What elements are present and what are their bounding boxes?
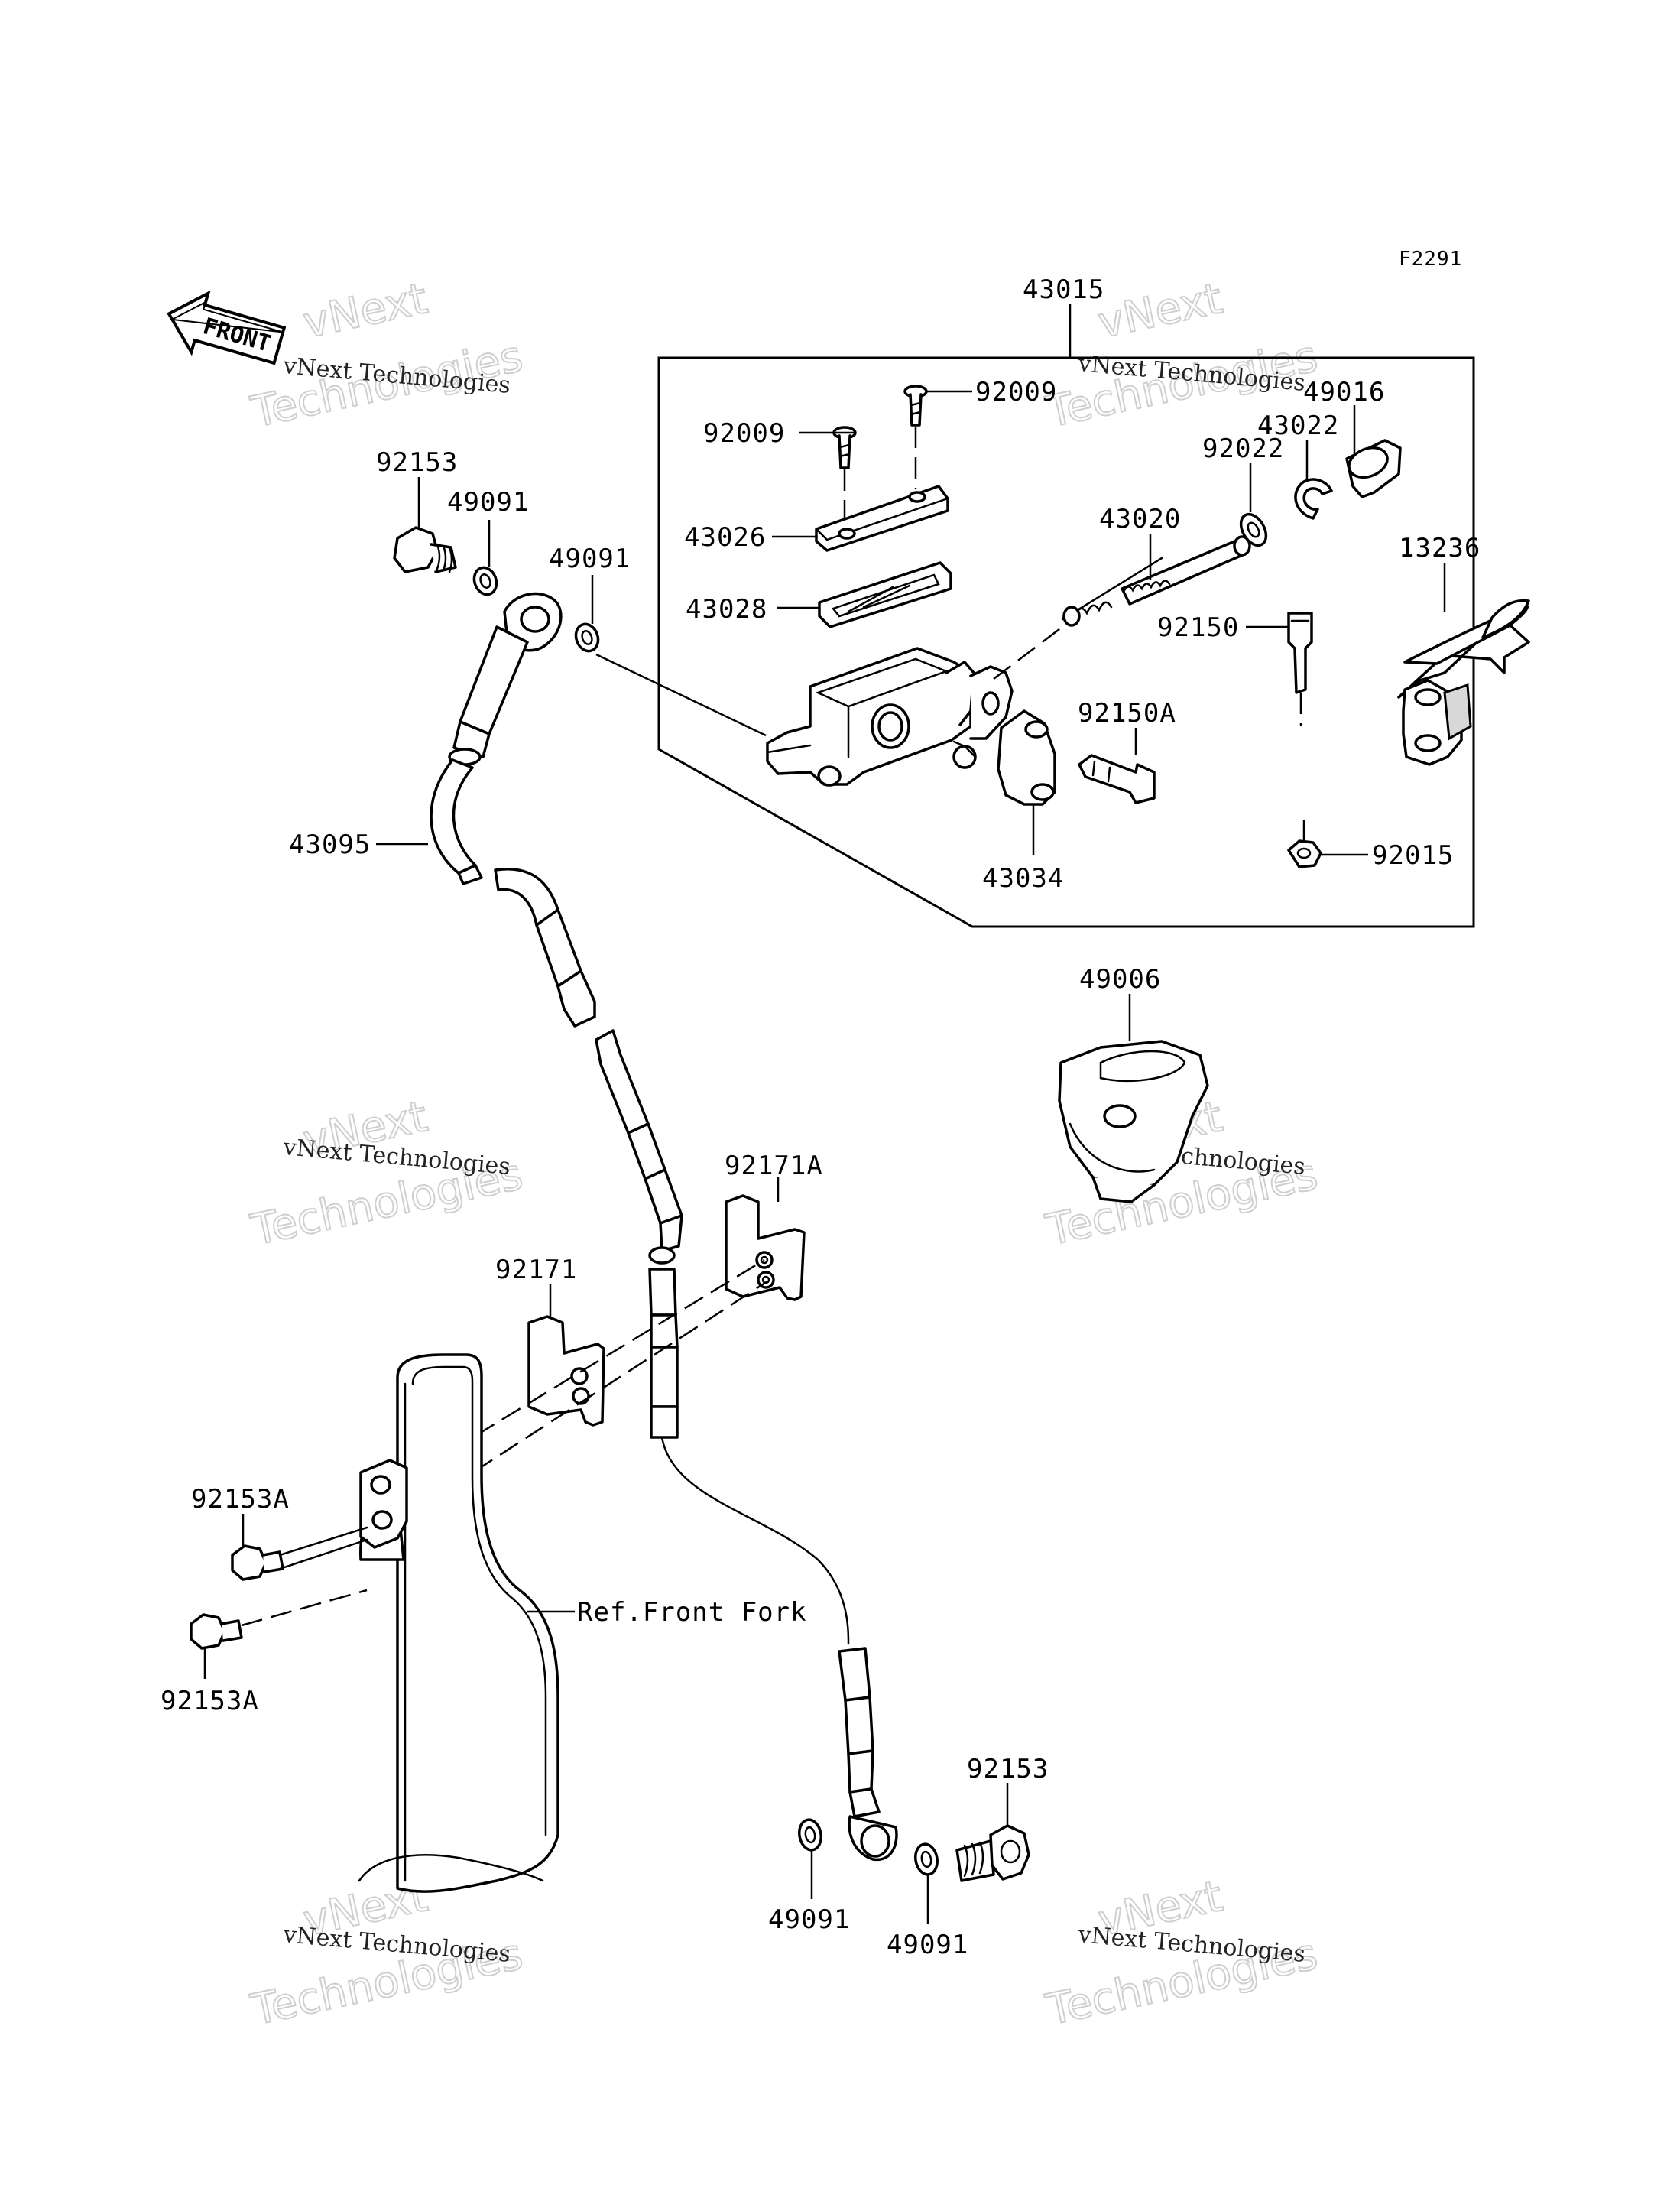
- clamp-43034: [997, 709, 1056, 855]
- label-43034: 43034: [982, 863, 1064, 894]
- cover-49006: [1058, 994, 1209, 1203]
- label-49091-b: 49091: [549, 544, 631, 574]
- label-13236: 13236: [1399, 533, 1481, 563]
- nut-92015: [1287, 810, 1368, 868]
- label-43022: 43022: [1257, 411, 1339, 441]
- figure-code: F2291: [1399, 248, 1462, 271]
- banjo-bolt-92153-bottom: [955, 1783, 1030, 1882]
- bolt-92153A-lower: [190, 1589, 368, 1679]
- label-43026: 43026: [684, 522, 766, 553]
- svg-text:vNext: vNext: [1094, 274, 1227, 349]
- washer-49091-a: [472, 520, 498, 596]
- reference-front-fork: Ref.Front Fork: [577, 1597, 807, 1628]
- label-92015: 92015: [1372, 840, 1454, 871]
- label-49091-c: 49091: [768, 1904, 850, 1935]
- master-cylinder-body: [766, 647, 1014, 787]
- label-92171A: 92171A: [725, 1151, 823, 1181]
- label-92009-left: 92009: [703, 418, 785, 449]
- washer-49091-c: [798, 1818, 822, 1899]
- label-49016: 49016: [1303, 377, 1385, 407]
- washer-49091-d: [914, 1842, 939, 1924]
- diaphragm-43028: [777, 561, 952, 628]
- label-92153-bottom: 92153: [967, 1754, 1049, 1784]
- washer-49091-b: [574, 575, 600, 653]
- front-fork-reference: [358, 1353, 575, 1893]
- label-92153A-upper: 92153A: [191, 1484, 290, 1515]
- pivot-bolt-92150: [1246, 612, 1313, 726]
- circlip-43022: [1294, 440, 1333, 520]
- bracket-92171A: [725, 1177, 806, 1301]
- screw-92009-right: [903, 385, 972, 489]
- label-92150: 92150: [1157, 612, 1239, 643]
- bracket-92171: [527, 1284, 605, 1427]
- banjo-bolt-92153-top: [393, 477, 457, 573]
- reservoir-cap-43026: [772, 485, 949, 552]
- svg-text:vNext: vNext: [299, 274, 432, 349]
- label-92022: 92022: [1202, 433, 1284, 464]
- label-49006: 49006: [1079, 964, 1161, 995]
- label-49091-a: 49091: [447, 487, 529, 518]
- label-43028: 43028: [686, 594, 767, 625]
- screw-92009-left: [799, 426, 857, 528]
- label-92153A-lower: 92153A: [161, 1686, 259, 1716]
- label-43020: 43020: [1099, 504, 1181, 534]
- dust-boot-49016: [1345, 405, 1402, 498]
- label-92150A: 92150A: [1078, 698, 1176, 729]
- bolt-92153A-upper: [231, 1514, 368, 1581]
- bolt-92150A: [1078, 728, 1156, 804]
- label-43095: 43095: [289, 830, 371, 860]
- label-92153-top: 92153: [376, 447, 458, 478]
- label-92171: 92171: [495, 1255, 577, 1285]
- piston-assembly-43020: [993, 534, 1251, 680]
- label-43015: 43015: [1023, 274, 1104, 305]
- washer-92022: [1239, 463, 1268, 547]
- label-49091-d: 49091: [887, 1930, 968, 1960]
- label-92009-right: 92009: [975, 377, 1057, 407]
- front-arrow-icon: FRONT: [167, 290, 287, 365]
- brake-hose-43095: [376, 592, 898, 1862]
- brake-lever-13236: [1397, 563, 1530, 766]
